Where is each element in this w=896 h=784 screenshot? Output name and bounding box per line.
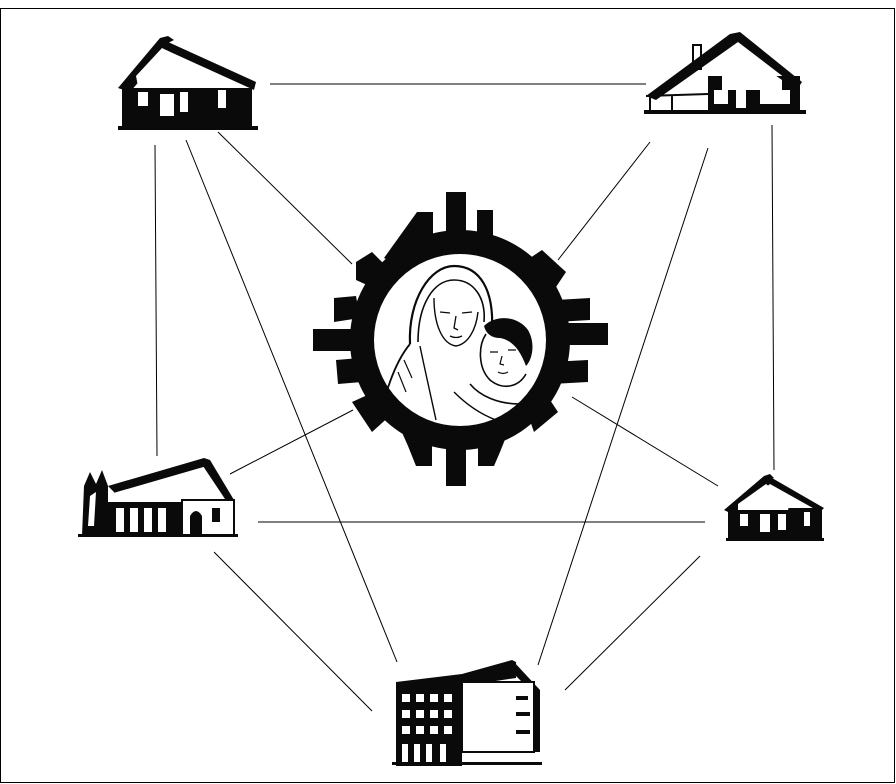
apartment-block-icon [392,660,542,766]
house-with-chimney-icon [644,32,806,114]
chapel-house-icon [78,458,238,537]
edge-top-right-to-middle-right [772,125,774,470]
edge-top-left-to-center [218,132,352,264]
bungalow-icon [118,36,258,130]
edge-middle-left-to-bottom [214,552,372,711]
small-cottage-icon [724,474,824,541]
edge-top-left-to-middle-left [155,145,157,456]
edge-top-right-to-center [558,142,650,260]
edge-top-right-to-bottom [538,148,708,665]
emblem-madonna-and-child [313,192,608,486]
edge-middle-right-to-center [572,397,718,486]
edge-middle-right-to-bottom [565,556,700,690]
edge-middle-left-to-center [230,410,353,474]
